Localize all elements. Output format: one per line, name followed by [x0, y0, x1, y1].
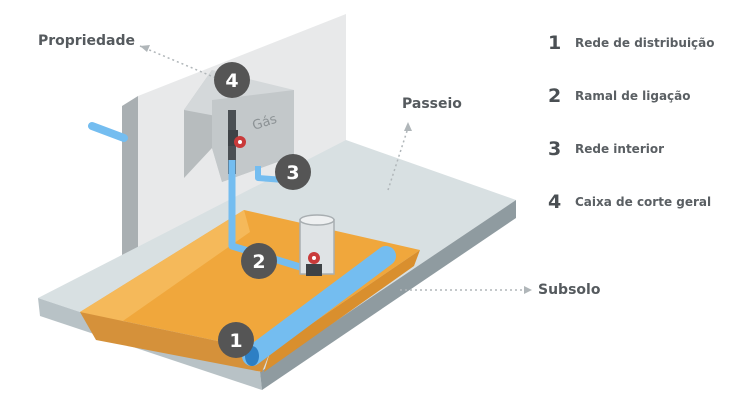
arrow-propriedade	[140, 45, 150, 52]
legend-item-1: 1 Rede de distribuição	[548, 30, 743, 56]
slab-front-right	[260, 200, 516, 390]
leader-passeio	[387, 127, 409, 191]
legend-text: Ramal de ligação	[575, 89, 691, 103]
label-propriedade: Propriedade	[38, 33, 135, 49]
property-wall-side	[122, 96, 138, 278]
marker-2: 2	[241, 243, 277, 279]
svg-text:2: 2	[252, 251, 265, 273]
soil-front	[80, 312, 270, 372]
label-subsolo: Subsolo	[538, 282, 601, 298]
legend-number: 1	[548, 32, 562, 54]
service-pipe	[228, 160, 312, 274]
distribution-main	[242, 246, 396, 366]
gas-box-label: Gás	[251, 112, 279, 134]
marker-1: 1	[218, 322, 254, 358]
outer-pipe	[88, 122, 128, 142]
soil-top	[80, 210, 420, 352]
legend-number: 2	[548, 85, 562, 107]
box-valve-icon	[228, 130, 246, 148]
legend-item-3: 3 Rede interior	[548, 136, 743, 162]
arrow-subsolo	[524, 286, 532, 294]
legend-number: 3	[548, 138, 562, 160]
soil-left-face	[80, 210, 250, 330]
legend-item-4: 4 Caixa de corte geral	[548, 189, 743, 215]
soil-right-face	[264, 250, 420, 372]
label-passeio: Passeio	[402, 96, 462, 112]
legend-text: Caixa de corte geral	[575, 195, 712, 209]
svg-text:1: 1	[229, 330, 242, 352]
marker-4: 4	[214, 62, 250, 98]
leader-propriedade	[139, 45, 217, 79]
marker-3: 3	[275, 154, 311, 190]
legend-number: 4	[548, 191, 562, 213]
service-valve-icon	[306, 252, 322, 276]
legend-text: Rede interior	[575, 142, 665, 156]
arrow-passeio	[404, 122, 412, 131]
valve-cylinder-top	[299, 214, 335, 226]
interior-pipe	[255, 166, 285, 183]
legend-item-2: 2 Ramal de ligação	[548, 83, 743, 109]
svg-text:4: 4	[225, 70, 238, 92]
legend-text: Rede de distribuição	[575, 36, 715, 50]
svg-text:3: 3	[286, 162, 299, 184]
legend: 1 Rede de distribuição 2 Ramal de ligaçã…	[548, 30, 743, 242]
